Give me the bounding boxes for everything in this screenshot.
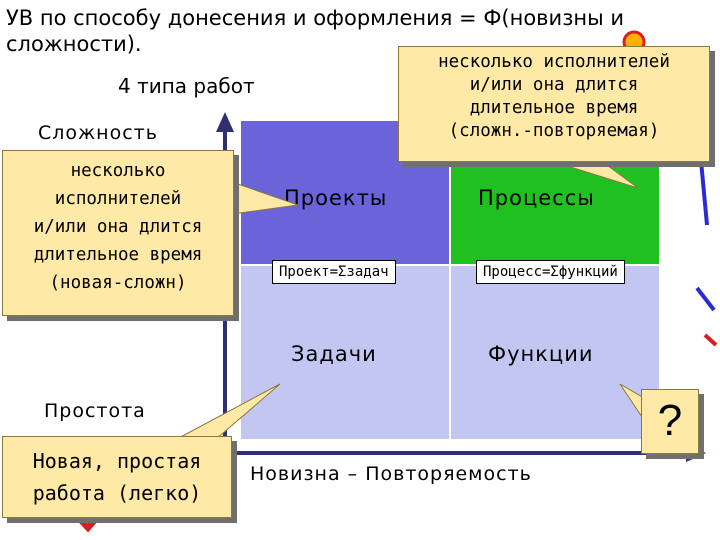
callout-left-line-2: исполнителей [3,185,233,213]
callout-bottom-left-pointer [175,384,280,440]
callout-top-right-line-3: длительное время [399,97,709,120]
callout-top-right-line-1: несколько исполнителей [399,51,709,74]
callout-left-line-4: длительное время [3,241,233,269]
question-mark-box: ? [641,389,699,454]
callout-top-right-pointer [548,160,638,188]
callout-left-line-1: несколько [3,157,233,185]
callout-left-pointer [232,182,298,214]
y-axis-arrowhead [216,112,234,132]
callout-top-right-line-2: и/или она длится [399,74,709,97]
callout-left-line-5: (новая-сложн) [3,269,233,297]
decor-red-stroke-1 [705,335,716,345]
callout-left-line-3: и/или она длится [3,213,233,241]
decor-blue-stroke-2 [697,288,714,310]
callout-top-right-line-4: (сложн.-повторяемая) [399,120,709,143]
callout-bottom-left-line-2: работа (легко) [3,477,231,509]
callout-new-simple: Новая, простая работа (легко) [2,436,232,518]
callout-complex-repetitive: несколько исполнителей и/или она длится … [398,46,710,162]
callout-new-complex: несколько исполнителей и/или она длится … [2,150,234,316]
callout-bottom-left-line-1: Новая, простая [3,445,231,477]
